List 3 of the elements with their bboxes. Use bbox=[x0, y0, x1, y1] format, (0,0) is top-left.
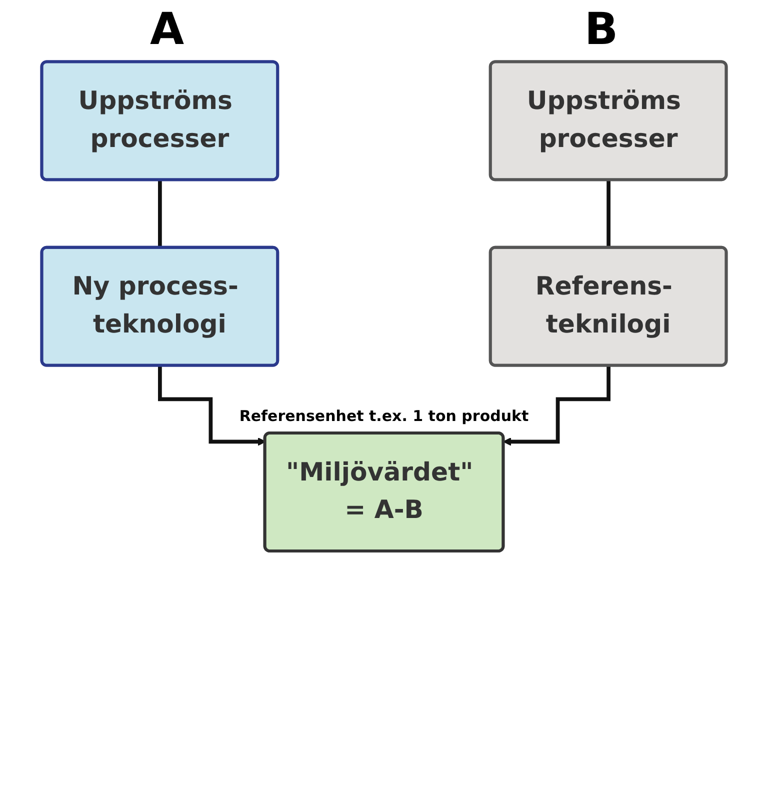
column-heading: A bbox=[150, 4, 184, 54]
reference-unit-note: Referensenhet t.ex. 1 ton produkt bbox=[238, 406, 530, 425]
column-heading: B bbox=[584, 4, 618, 54]
